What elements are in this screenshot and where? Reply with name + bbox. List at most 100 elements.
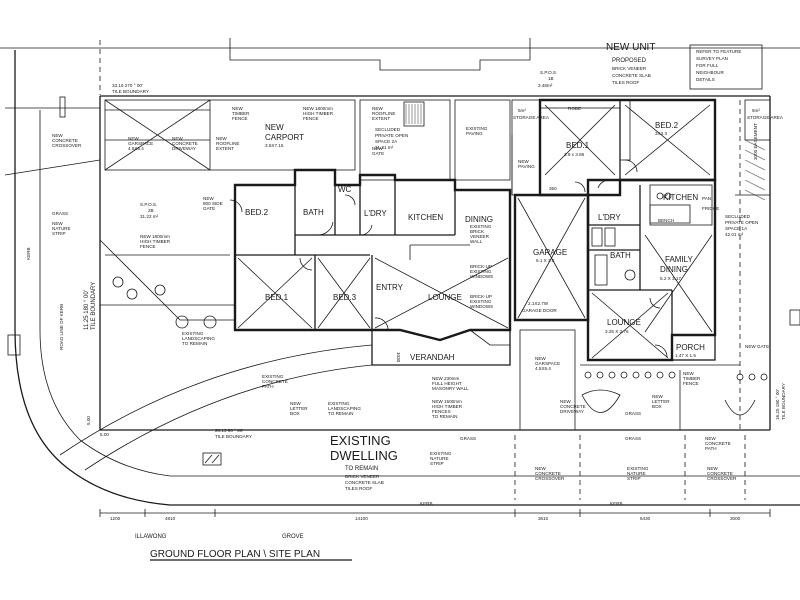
svg-text:FENCE: FENCE <box>683 381 699 386</box>
svg-text:CONCRETE: CONCRETE <box>52 138 78 143</box>
carport-size: 3.5X7.15 <box>265 143 284 148</box>
svg-text:NEW: NEW <box>52 133 63 138</box>
svg-text:6430: 6430 <box>640 516 651 521</box>
svg-text:NEW: NEW <box>683 371 694 376</box>
carport-new: NEW <box>265 123 284 132</box>
svg-text:3000 EASEMENT: 3000 EASEMENT <box>753 123 758 160</box>
svg-text:5.2 X 3.17: 5.2 X 3.17 <box>660 276 681 281</box>
top-boundary: 33.16 270 ° 00' TILE BOUNDARY <box>100 83 770 97</box>
svg-text:LETTER: LETTER <box>652 399 670 404</box>
svg-text:SPACE 1A: SPACE 1A <box>725 226 748 231</box>
svg-text:CONCRETE: CONCRETE <box>560 404 586 409</box>
svg-text:CONCRETE: CONCRETE <box>172 141 198 146</box>
svg-text:TILES ROOF: TILES ROOF <box>345 486 373 491</box>
svg-text:NEW: NEW <box>172 136 183 141</box>
svg-text:NEW GATE: NEW GATE <box>745 344 769 349</box>
left-garden <box>59 239 373 471</box>
svg-text:LANDSCAPING: LANDSCAPING <box>328 406 361 411</box>
boundary-labels: 11.25 180 ° 00' TILE BOUNDARY ROAD LINE … <box>26 247 786 439</box>
svg-text:KERB: KERB <box>26 247 31 260</box>
new-unit-heading: NEW UNIT <box>606 42 655 53</box>
svg-text:6.1 X 3.5: 6.1 X 3.5 <box>536 258 555 263</box>
left-boundary-label: 11.25 180 ° 00' <box>84 290 90 330</box>
svg-text:WALL: WALL <box>470 239 483 244</box>
svg-text:CONCRETE: CONCRETE <box>707 471 733 476</box>
svg-text:NEW: NEW <box>372 106 383 111</box>
existing-dwelling <box>104 99 512 366</box>
svg-text:CONCRETE SLAB: CONCRETE SLAB <box>612 73 651 78</box>
svg-text:EXTENT: EXTENT <box>216 146 234 151</box>
svg-text:WINDOWS: WINDOWS <box>470 304 493 309</box>
svg-text:3000: 3000 <box>730 516 741 521</box>
svg-text:FENCE: FENCE <box>232 116 248 121</box>
svg-text:5.00: 5.00 <box>86 416 91 425</box>
svg-text:GATE: GATE <box>372 151 384 156</box>
svg-text:TO REMAIN: TO REMAIN <box>328 411 353 416</box>
svg-text:42.01 m²: 42.01 m² <box>725 232 744 237</box>
svg-text:LANDSCAPING: LANDSCAPING <box>182 336 215 341</box>
svg-text:PATH: PATH <box>262 384 274 389</box>
svg-text:STRIP: STRIP <box>52 231 66 236</box>
svg-text:14100: 14100 <box>355 516 368 521</box>
svg-text:FENCE: FENCE <box>140 244 156 249</box>
room-dining-existing: DINING <box>465 215 493 224</box>
svg-text:5m²: 5m² <box>518 108 526 113</box>
svg-text:NEW: NEW <box>372 146 383 151</box>
svg-text:EXISTING: EXISTING <box>328 401 350 406</box>
svg-text:PAN: PAN <box>702 196 711 201</box>
svg-text:NATURE: NATURE <box>52 226 71 231</box>
room-bed3-existing: BED.3 <box>333 293 357 302</box>
svg-text:6m²: 6m² <box>752 108 760 113</box>
svg-text:1200: 1200 <box>110 516 121 521</box>
new-unit <box>511 98 800 431</box>
svg-text:TILE BOUNDARY: TILE BOUNDARY <box>215 434 252 439</box>
svg-text:HIGH TIMBER: HIGH TIMBER <box>140 239 171 244</box>
svg-text:NEIGHBOUR: NEIGHBOUR <box>696 70 725 75</box>
svg-text:CROSSOVER: CROSSOVER <box>535 476 565 481</box>
top-boundary-label: 33.16 270 ° 00' <box>112 83 143 88</box>
existing-heading: EXISTING <box>330 433 391 448</box>
svg-text:BENCH: BENCH <box>658 218 674 223</box>
room-kitchen-existing: KITCHEN <box>408 213 443 222</box>
svg-text:TILE BOUNDARY: TILE BOUNDARY <box>91 282 97 330</box>
svg-text:SPACE 2A: SPACE 2A <box>375 139 398 144</box>
svg-text:3610: 3610 <box>538 516 549 521</box>
svg-text:NEW 1800mm: NEW 1800mm <box>303 106 333 111</box>
dim-1030: 1030 <box>396 352 401 363</box>
svg-text:CROSSOVER: CROSSOVER <box>707 476 737 481</box>
svg-text:BRICK-UP: BRICK-UP <box>470 264 492 269</box>
svg-text:GARSPACE: GARSPACE <box>128 141 153 146</box>
svg-text:BOX: BOX <box>290 411 300 416</box>
svg-text:FENCE: FENCE <box>303 116 319 121</box>
svg-text:DRIVEWAY: DRIVEWAY <box>560 409 584 414</box>
room-family-new: FAMILY <box>665 255 694 264</box>
svg-text:900 SIDE: 900 SIDE <box>203 201 223 206</box>
svg-text:NEW 1500mm: NEW 1500mm <box>432 399 462 404</box>
svg-text:GRASS: GRASS <box>625 436 641 441</box>
svg-text:S.P.O.S.: S.P.O.S. <box>140 202 157 207</box>
svg-text:STRIP: STRIP <box>627 476 641 481</box>
svg-text:FOR FULL: FOR FULL <box>696 63 719 68</box>
svg-text:FENCES: FENCES <box>432 409 451 414</box>
svg-text:TILES ROOF: TILES ROOF <box>612 80 640 85</box>
svg-text:CONCRETE: CONCRETE <box>705 441 731 446</box>
svg-text:NATURE: NATURE <box>430 456 449 461</box>
svg-text:PRIVATE OPEN: PRIVATE OPEN <box>725 220 758 225</box>
new-garspace <box>519 329 576 431</box>
svg-text:NEW 1800mm: NEW 1800mm <box>140 234 170 239</box>
svg-text:EXISTING: EXISTING <box>430 451 452 456</box>
svg-text:2.1X2.7W: 2.1X2.7W <box>528 301 549 306</box>
svg-text:FRIDGE: FRIDGE <box>702 206 719 211</box>
svg-text:NEW: NEW <box>216 136 227 141</box>
svg-text:WINDOWS: WINDOWS <box>470 274 493 279</box>
svg-text:LETTER: LETTER <box>290 406 308 411</box>
svg-text:TO REMAIN: TO REMAIN <box>345 466 378 472</box>
svg-text:3X3.3: 3X3.3 <box>655 131 667 136</box>
room-bed2-existing: BED.2 <box>245 208 269 217</box>
left-meter-box <box>7 334 21 356</box>
svg-text:3.9 x 3.86: 3.9 x 3.86 <box>564 152 585 157</box>
svg-text:1B: 1B <box>548 76 554 81</box>
svg-text:GATE: GATE <box>203 206 215 211</box>
svg-text:TO REMAIN: TO REMAIN <box>182 341 207 346</box>
